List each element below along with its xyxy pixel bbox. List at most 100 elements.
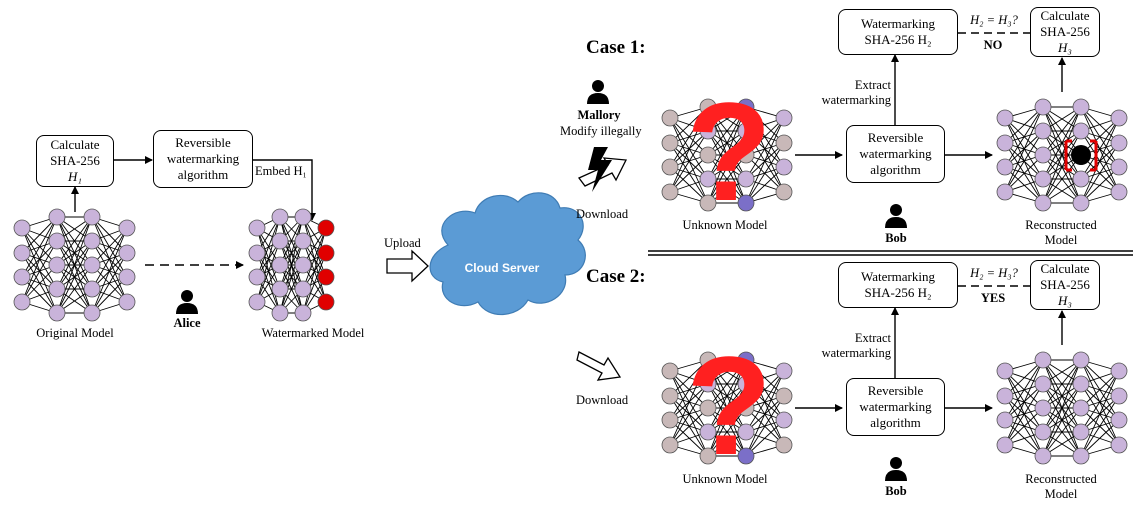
network-edge	[1042, 106, 1082, 180]
extract1-label: Extract watermarking	[815, 78, 891, 108]
network-node	[13, 293, 31, 311]
network-node	[775, 183, 793, 201]
network-node	[48, 280, 66, 298]
reconstructed-2-label: Reconstructed Model	[1016, 472, 1106, 502]
case1-calculate-line2: SHA-256	[1040, 24, 1090, 39]
network-edge	[21, 264, 58, 303]
unknown-model-1-network	[661, 98, 793, 212]
network-node	[271, 280, 289, 298]
unknown-model-1-label: Unknown Model	[682, 218, 768, 232]
network-edge	[1080, 117, 1120, 180]
reconstructed-1-line1: Reconstructed	[1025, 218, 1097, 232]
cloud-server-label: Cloud Server	[465, 261, 540, 275]
network-node	[317, 293, 335, 311]
network-edge	[745, 370, 785, 457]
network-node	[1034, 351, 1052, 369]
case2-calculate-line3: H₃	[1058, 293, 1072, 308]
network-node	[737, 98, 755, 116]
network-edge	[1042, 407, 1082, 457]
reversible-left-box: Reversible watermarking algorithm	[153, 130, 253, 188]
watermarked-model-network	[248, 208, 335, 322]
network-node	[775, 387, 793, 405]
network-edge	[279, 264, 304, 314]
network-edge	[1042, 359, 1082, 457]
network-edge	[1004, 130, 1044, 193]
network-node	[83, 304, 101, 322]
network-edge	[745, 166, 785, 204]
network-edge	[302, 252, 327, 314]
network-node	[1072, 98, 1090, 116]
bob1-person-icon	[885, 204, 907, 228]
network-node	[1110, 158, 1128, 176]
network-node	[271, 232, 289, 250]
network-edge	[1004, 166, 1044, 204]
network-edge	[1042, 154, 1082, 204]
case2-reversible-line3: algorithm	[870, 415, 921, 430]
network-edge	[707, 106, 747, 204]
network-node	[1072, 170, 1090, 188]
network-node	[271, 208, 289, 226]
lightning-icon	[588, 147, 612, 192]
network-node	[699, 399, 717, 417]
network-edge	[256, 240, 281, 303]
network-node	[248, 268, 266, 286]
network-node	[775, 134, 793, 152]
network-node	[271, 256, 289, 274]
network-node	[294, 208, 312, 226]
case1-calculate-box: Calculate SHA-256 H₃	[1030, 7, 1100, 57]
network-edge	[1004, 106, 1044, 168]
network-node	[13, 244, 31, 262]
download2-label: Download	[576, 393, 629, 407]
h2-eq-h3-label-1: H₂ = H₃?	[970, 13, 1018, 27]
network-edge	[707, 106, 747, 156]
network-node	[1034, 194, 1052, 212]
network-node	[661, 134, 679, 152]
arrow-embed	[253, 159, 316, 221]
network-node	[661, 436, 679, 454]
network-node	[737, 351, 755, 369]
network-node	[699, 146, 717, 164]
network-edge	[21, 216, 58, 303]
alice-person-icon	[176, 290, 198, 314]
network-node	[83, 208, 101, 226]
case2-watermarking-line2: SHA-256 H₂	[864, 285, 932, 300]
no-label: NO	[983, 38, 1003, 52]
network-edge	[1080, 166, 1120, 204]
modify-illegally-label: Modify illegally	[560, 124, 642, 138]
network-node	[775, 109, 793, 127]
network-node	[1110, 411, 1128, 429]
network-node	[248, 219, 266, 237]
network-node	[317, 244, 335, 262]
original-model-network	[13, 208, 136, 322]
network-node	[294, 304, 312, 322]
network-node	[48, 256, 66, 274]
network-node	[737, 447, 755, 465]
network-edge	[669, 130, 709, 193]
case1-watermarking-line1: Watermarking	[860, 16, 936, 31]
network-node	[661, 387, 679, 405]
network-edge	[256, 216, 281, 303]
network-node	[699, 447, 717, 465]
mallory-person-icon	[587, 80, 609, 104]
network-edge	[669, 106, 709, 168]
bob2-label: Bob	[885, 484, 907, 498]
network-node	[996, 436, 1014, 454]
case1-title: Case 1:	[586, 37, 646, 58]
network-node	[118, 219, 136, 237]
network-node	[294, 232, 312, 250]
network-node	[83, 232, 101, 250]
original-model-label: Original Model	[36, 326, 114, 340]
network-edge	[56, 264, 93, 314]
network-edge	[1042, 359, 1082, 433]
network-edge	[1080, 142, 1120, 204]
reconstructed-model-1-network	[996, 98, 1128, 212]
reversible-left-line1: Reversible	[175, 135, 231, 150]
network-edge	[1042, 106, 1082, 156]
tampered-node	[1071, 145, 1091, 165]
extract2-line1: Extract	[854, 331, 891, 345]
network-edge	[669, 166, 709, 204]
reversible-left-line2: watermarking	[166, 151, 240, 166]
network-edge	[1004, 407, 1044, 446]
embed-label: Embed H₁	[255, 164, 307, 178]
h2-eq-h3-label-2: H₂ = H₃?	[970, 266, 1018, 280]
